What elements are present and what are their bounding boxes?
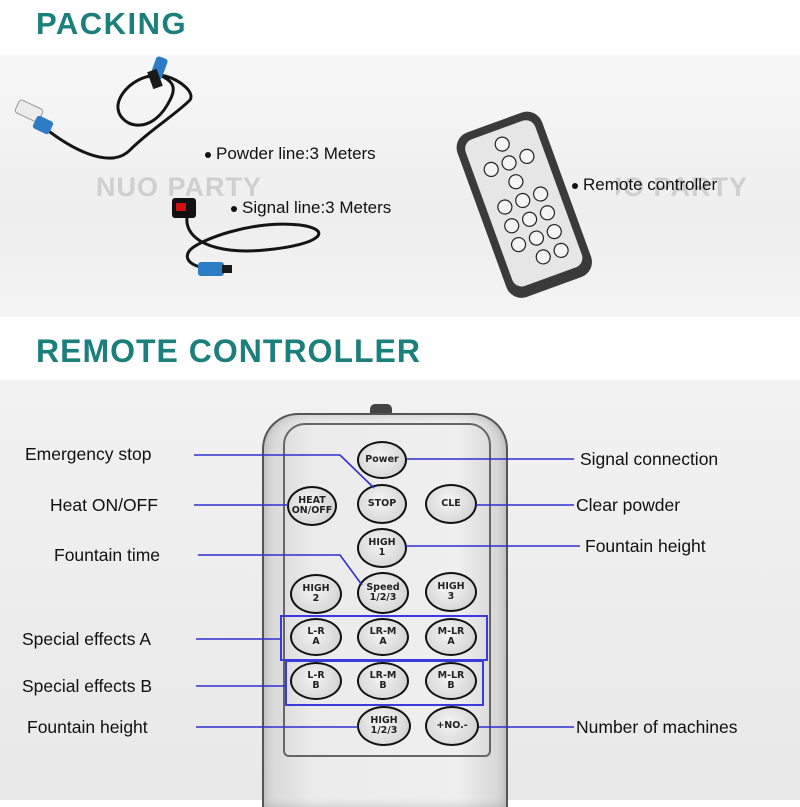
clear-powder-button[interactable]: CLE (425, 484, 477, 524)
remote-panel (283, 423, 491, 757)
mlr-b-button[interactable]: M-LR B (425, 662, 477, 700)
powder-line-label: Powder line:3 Meters (205, 144, 376, 164)
ir-emitter (370, 404, 392, 414)
remote-controller-heading: REMOTE CONTROLLER (36, 333, 421, 369)
fountain-height-right-label: Fountain height (585, 536, 706, 556)
lr-a-button[interactable]: L-R A (290, 618, 342, 656)
heat-on-off-button[interactable]: HEAT ON/OFF (287, 486, 337, 526)
mlr-a-button[interactable]: M-LR A (425, 618, 477, 656)
clear-powder-label: Clear powder (576, 495, 681, 515)
watermark: NUO PARTY (96, 172, 263, 202)
lr-b-button[interactable]: L-R B (290, 662, 342, 700)
fountain-height-left-label: Fountain height (27, 717, 148, 737)
signal-line-cable (172, 198, 321, 276)
lrm-a-button[interactable]: LR-M A (357, 618, 409, 656)
special-effects-b-box (285, 660, 484, 706)
powder-line-cable (14, 56, 193, 160)
number-of-machines-label: Number of machines (576, 717, 738, 737)
stop-button[interactable]: STOP (357, 484, 407, 524)
high-2-button[interactable]: HIGH 2 (290, 574, 342, 614)
signal-line-label: Signal line:3 Meters (231, 198, 391, 218)
packing-heading: PACKING (36, 6, 188, 41)
power-button[interactable]: Power (357, 441, 407, 479)
speed-button[interactable]: Speed 1/2/3 (357, 572, 409, 614)
special-effects-b-label: Special effects B (22, 676, 153, 696)
special-effects-a-label: Special effects A (22, 629, 152, 649)
packing-illustration (14, 56, 592, 298)
small-remote (456, 111, 592, 298)
number-of-machines-button[interactable]: +NO.- (425, 706, 479, 746)
fountain-time-label: Fountain time (54, 545, 161, 565)
high-3-button[interactable]: HIGH 3 (425, 572, 477, 612)
remote-controller-label: Remote controller (572, 175, 717, 195)
heat-on-off-label: Heat ON/OFF (50, 495, 158, 515)
emergency-stop-label: Emergency stop (25, 444, 152, 464)
signal-connection-label: Signal connection (580, 449, 719, 469)
high-123-button[interactable]: HIGH 1/2/3 (357, 706, 411, 746)
high-1-button[interactable]: HIGH 1 (357, 528, 407, 568)
lrm-b-button[interactable]: LR-M B (357, 662, 409, 700)
